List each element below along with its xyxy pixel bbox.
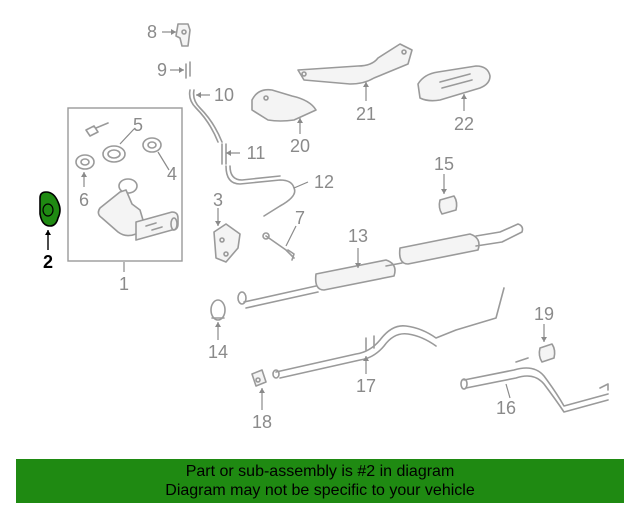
callout-14[interactable]: 14 — [208, 342, 228, 362]
part-gasket-ring-5[interactable] — [102, 145, 126, 163]
callout-17[interactable]: 17 — [356, 376, 376, 396]
callout-16[interactable]: 16 — [496, 398, 516, 418]
callout-10[interactable]: 10 — [214, 85, 234, 105]
part-clip-11[interactable] — [221, 143, 227, 165]
callout-1[interactable]: 1 — [119, 274, 129, 294]
part-heat-shield-22[interactable] — [417, 65, 491, 102]
part-clamp-14[interactable] — [210, 299, 226, 321]
part-catalytic-converter-1[interactable] — [97, 178, 179, 241]
callout-22[interactable]: 22 — [454, 114, 474, 134]
part-gasket-6[interactable] — [75, 154, 95, 170]
part-tube-12[interactable] — [225, 165, 296, 217]
callout-6[interactable]: 6 — [79, 190, 89, 210]
callout-2[interactable]: 2 — [43, 252, 53, 272]
part-bracket-8[interactable] — [175, 23, 191, 47]
callout-12[interactable]: 12 — [314, 172, 334, 192]
footer-line-2: Diagram may not be specific to your vehi… — [165, 482, 475, 499]
callout-7[interactable]: 7 — [295, 208, 305, 228]
part-gasket-2-highlighted[interactable] — [39, 191, 61, 227]
callout-13[interactable]: 13 — [348, 226, 368, 246]
callout-8[interactable]: 8 — [147, 22, 157, 42]
leader-arrowheads — [45, 29, 547, 393]
part-bracket-3[interactable] — [213, 223, 241, 263]
assembly-1-box — [67, 107, 183, 262]
part-pipe-10[interactable] — [188, 89, 219, 143]
callout-18[interactable]: 18 — [252, 412, 272, 432]
callout-21[interactable]: 21 — [356, 104, 376, 124]
callout-11[interactable]: 11 — [247, 143, 266, 163]
part-pipe-17[interactable] — [272, 287, 505, 379]
part-heat-shield-20[interactable] — [251, 88, 317, 122]
part-gasket-18[interactable] — [251, 369, 267, 387]
callout-3[interactable]: 3 — [213, 190, 223, 210]
part-tailpipe-16[interactable] — [460, 357, 609, 413]
callout-15[interactable]: 15 — [434, 154, 454, 174]
exhaust-parts-diagram: 1 2 3 4 5 6 7 8 9 10 11 12 13 14 15 16 1… — [39, 22, 609, 432]
part-muffler-13[interactable] — [237, 223, 524, 309]
part-hanger-15[interactable] — [438, 195, 458, 215]
footer-line-1: Part or sub-assembly is #2 in diagram — [185, 463, 455, 480]
part-bolt-5[interactable] — [85, 122, 109, 137]
callout-20[interactable]: 20 — [290, 136, 310, 156]
callout-4[interactable]: 4 — [167, 164, 177, 184]
callout-5[interactable]: 5 — [133, 115, 143, 135]
part-heat-shield-21[interactable] — [297, 43, 413, 85]
part-hanger-19[interactable] — [538, 343, 556, 363]
callout-9[interactable]: 9 — [157, 60, 167, 80]
part-sensor-7[interactable] — [262, 232, 295, 261]
part-hanger-9[interactable] — [185, 61, 191, 79]
footer-banner: Part or sub-assembly is #2 in diagram Di… — [16, 459, 624, 503]
callout-19[interactable]: 19 — [534, 304, 554, 324]
part-clamp-4[interactable] — [142, 137, 162, 153]
